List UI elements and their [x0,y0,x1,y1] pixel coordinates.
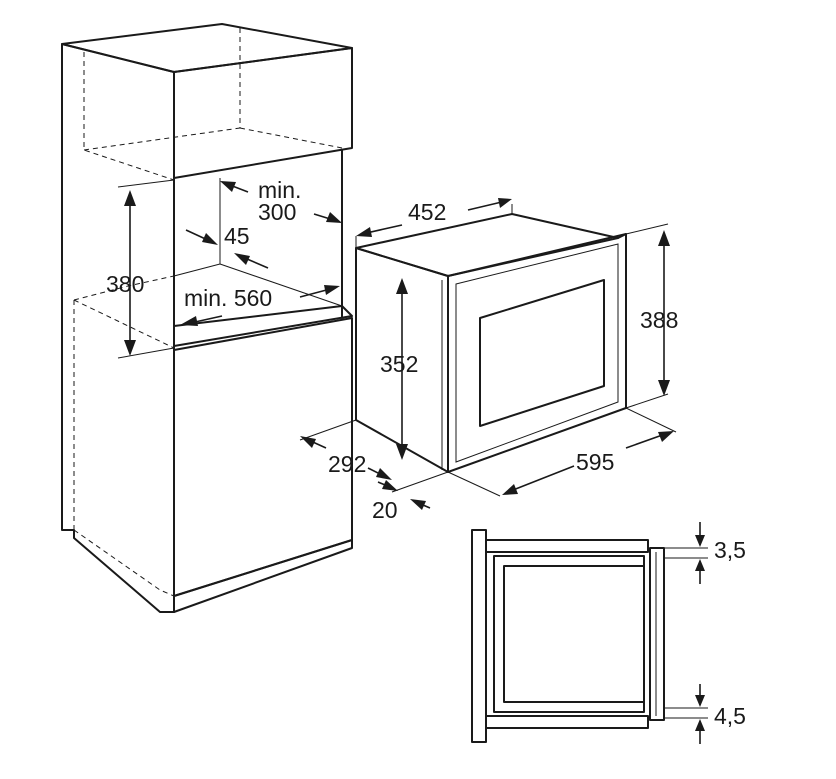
body-depth-value: 292 [328,451,366,477]
min-width-label: min. 560 [184,285,272,311]
body-height-value: 352 [380,351,418,377]
cabinet [61,23,353,613]
section-detail [471,522,708,744]
top-gap-value: 3,5 [714,537,746,563]
niche-height-value: 380 [106,271,144,297]
gap-value: 45 [224,223,250,249]
min-depth-word: min. [258,177,301,203]
front-thickness-value: 20 [372,497,398,523]
front-height-value: 388 [640,307,678,333]
dimension-labels: min. 300 45 380 min. 560 452 352 388 292… [106,177,746,729]
front-width-value: 595 [576,449,614,475]
bottom-gap-value: 4,5 [714,703,746,729]
top-depth-value: 452 [408,199,446,225]
appliance [299,198,677,510]
min-depth-value: 300 [258,199,296,225]
